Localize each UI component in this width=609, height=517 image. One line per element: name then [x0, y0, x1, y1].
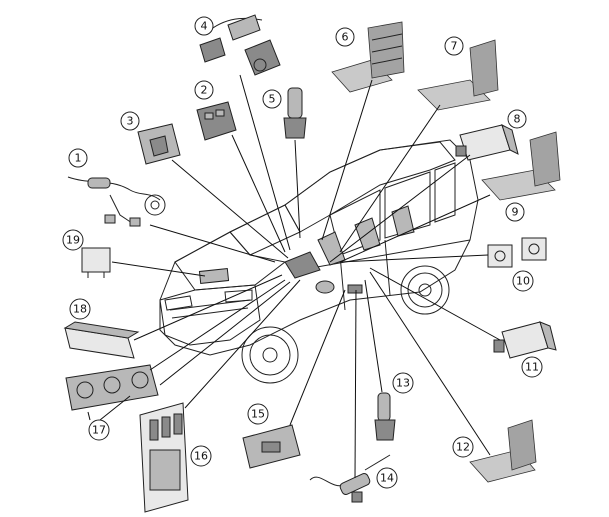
callout-12: 12 [452, 436, 474, 458]
callout-19: 19 [62, 229, 84, 251]
svg-text:17: 17 [92, 424, 106, 437]
component-15-seat-switch [242, 424, 301, 469]
component-1-seat-motor-harness [67, 176, 166, 227]
callout-2: 2 [194, 80, 214, 100]
svg-text:8: 8 [514, 113, 521, 126]
svg-text:3: 3 [127, 115, 134, 128]
component-18-module [63, 321, 140, 359]
callout-markers: 1 2 3 4 5 6 7 8 9 10 11 12 13 14 15 16 1… [62, 16, 543, 489]
component-12-seat-heater-mat [469, 419, 537, 483]
svg-text:9: 9 [512, 206, 519, 219]
component-16-fuse-box [139, 402, 189, 513]
component-19-relay [81, 247, 111, 278]
component-17-instrument-panel [65, 364, 159, 411]
svg-text:19: 19 [66, 234, 80, 247]
svg-text:6: 6 [342, 31, 349, 44]
component-10-relays [487, 237, 547, 268]
callout-15: 15 [247, 403, 269, 425]
svg-text:14: 14 [380, 472, 394, 485]
callout-10: 10 [512, 270, 534, 292]
component-3-seat-control-switch [137, 123, 181, 165]
component-6-seat-heater-mat [331, 21, 405, 93]
svg-text:7: 7 [451, 40, 458, 53]
component-5-seat-motor [283, 87, 307, 139]
callout-18: 18 [69, 298, 91, 320]
svg-text:10: 10 [516, 275, 530, 288]
callout-4: 4 [194, 16, 214, 36]
callout-17: 17 [88, 419, 110, 441]
svg-text:15: 15 [251, 408, 265, 421]
leader-lines [87, 74, 501, 479]
callout-13: 13 [392, 372, 414, 394]
component-8-control-module [455, 124, 519, 161]
svg-text:16: 16 [194, 450, 208, 463]
svg-text:12: 12 [456, 441, 470, 454]
svg-text:5: 5 [269, 93, 276, 106]
callout-1: 1 [68, 148, 88, 168]
component-13-seat-motor [374, 392, 396, 441]
svg-text:11: 11 [525, 361, 539, 374]
vehicle-outline [159, 139, 479, 384]
component-9-seat-mat [481, 131, 561, 201]
callout-3: 3 [120, 111, 140, 131]
callout-7: 7 [444, 36, 464, 56]
component-4-lumbar-actuator [199, 14, 281, 76]
callout-14: 14 [376, 467, 398, 489]
callout-9: 9 [505, 202, 525, 222]
svg-text:1: 1 [75, 152, 82, 165]
callout-5: 5 [262, 89, 282, 109]
svg-text:2: 2 [201, 84, 208, 97]
callout-11: 11 [521, 356, 543, 378]
svg-text:18: 18 [73, 303, 87, 316]
callout-8: 8 [507, 109, 527, 129]
component-7-seat-cushion [417, 39, 499, 111]
component-11-module [493, 321, 557, 359]
component-2-switch-pack [196, 101, 237, 141]
callout-16: 16 [190, 445, 212, 467]
svg-text:4: 4 [201, 20, 208, 33]
callout-6: 6 [335, 27, 355, 47]
component-14-actuator [309, 454, 391, 503]
svg-text:13: 13 [396, 377, 410, 390]
